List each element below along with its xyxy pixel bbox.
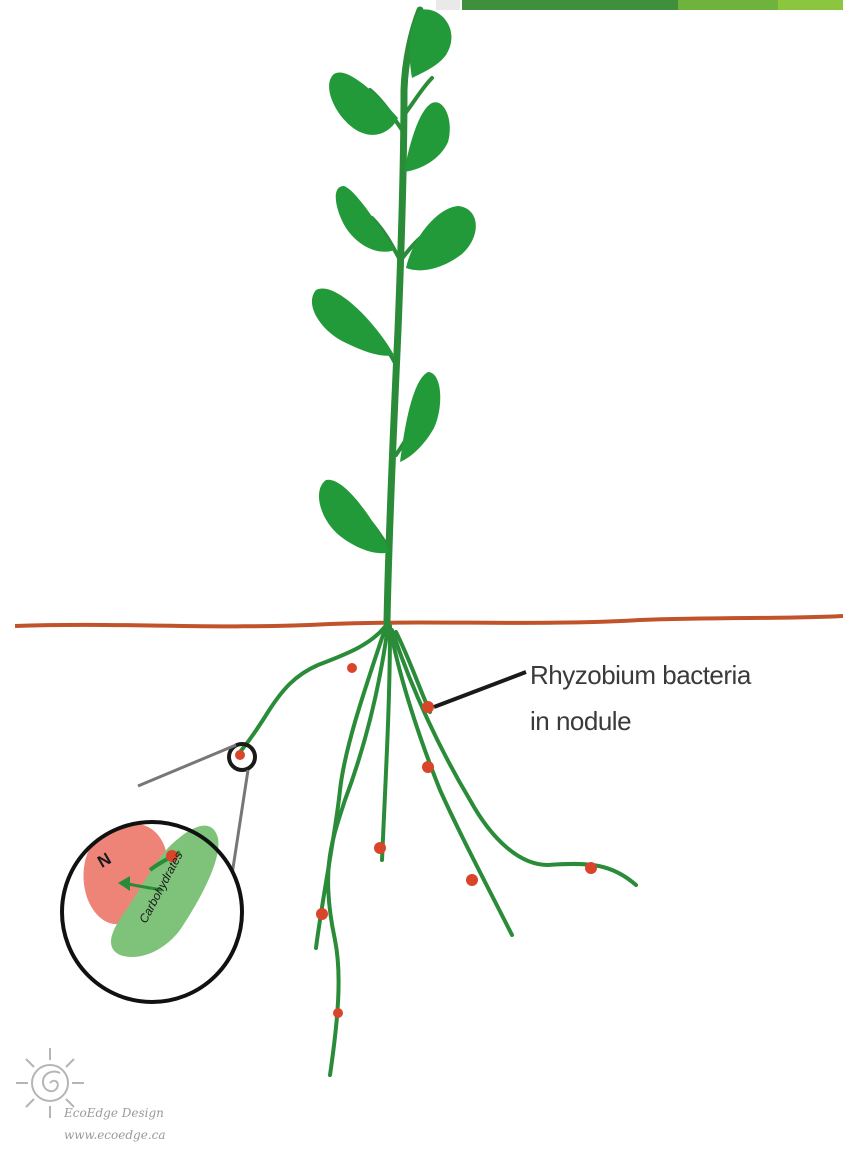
root-nodule xyxy=(422,761,434,773)
soil-line xyxy=(15,616,843,626)
root-nodule xyxy=(316,908,328,920)
root-nodule xyxy=(466,874,478,886)
annotation-line-2: in nodule xyxy=(530,706,631,737)
root-nodule xyxy=(585,862,597,874)
leaf xyxy=(406,206,476,270)
root-nodule xyxy=(422,701,434,713)
watermark-name: EcoEdge Design xyxy=(64,1106,164,1120)
leaf xyxy=(400,372,440,462)
leaf xyxy=(329,72,398,134)
root-nodule xyxy=(374,842,386,854)
root-nodule xyxy=(235,750,245,760)
annotation-line-1: Rhyzobium bacteria xyxy=(530,660,751,691)
leaf xyxy=(319,480,390,553)
leaf xyxy=(404,102,450,172)
root-nodule xyxy=(333,1008,343,1018)
annotation-pointer xyxy=(434,672,526,707)
zoom-line xyxy=(138,745,236,786)
leaf xyxy=(410,9,452,78)
leaf xyxy=(312,288,394,355)
watermark-url: www.ecoedge.ca xyxy=(64,1128,166,1142)
nodule-inset: N Carbohydrates xyxy=(62,822,242,1002)
leaf xyxy=(336,186,395,252)
root-nodule xyxy=(347,663,357,673)
